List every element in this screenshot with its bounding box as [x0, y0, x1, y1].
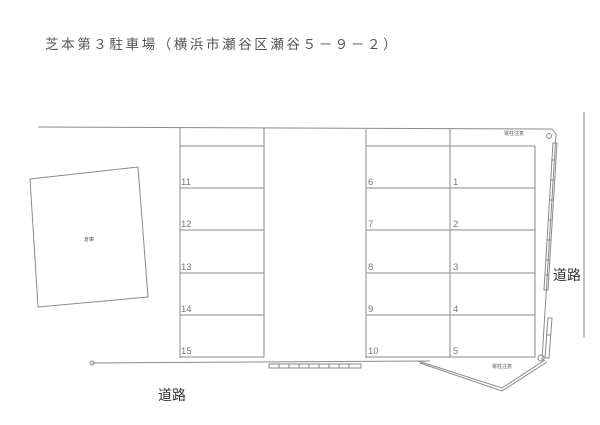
road-label-bottom: 道路	[158, 388, 186, 404]
left-parking-column	[179, 128, 265, 358]
bottom-right-boundary	[417, 359, 546, 389]
building-label: 倉庫	[84, 236, 94, 243]
bottom-curb	[268, 363, 362, 369]
space-13: 13	[181, 262, 192, 273]
space-6: 6	[368, 177, 373, 188]
top-boundary-line	[37, 126, 553, 130]
space-8: 8	[368, 262, 373, 273]
space-1: 1	[453, 177, 458, 188]
page-title: 芝本第３駐車場（横浜市瀬谷区瀬谷５－９－２）	[45, 37, 400, 53]
building-outline	[29, 166, 149, 308]
space-2: 2	[453, 219, 458, 230]
space-15: 15	[181, 346, 192, 357]
pole-caution-bottom: 電柱注意	[492, 363, 512, 370]
middle-parking-column	[365, 129, 451, 358]
space-10: 10	[368, 346, 379, 357]
space-4: 4	[453, 304, 458, 315]
space-5: 5	[453, 346, 458, 357]
space-7: 7	[368, 219, 373, 230]
space-3: 3	[453, 262, 458, 273]
right-boundary-line	[541, 128, 557, 361]
space-12: 12	[181, 219, 192, 230]
right-fence	[543, 142, 558, 359]
boundary-marker	[89, 360, 95, 366]
space-14: 14	[181, 304, 192, 315]
pole-caution-top: 電柱注意	[504, 130, 524, 137]
road-label-right: 道路	[553, 268, 581, 284]
bottom-boundary-line	[91, 360, 431, 364]
space-9: 9	[368, 304, 373, 315]
right-parking-column	[450, 145, 536, 358]
space-11: 11	[181, 177, 191, 188]
